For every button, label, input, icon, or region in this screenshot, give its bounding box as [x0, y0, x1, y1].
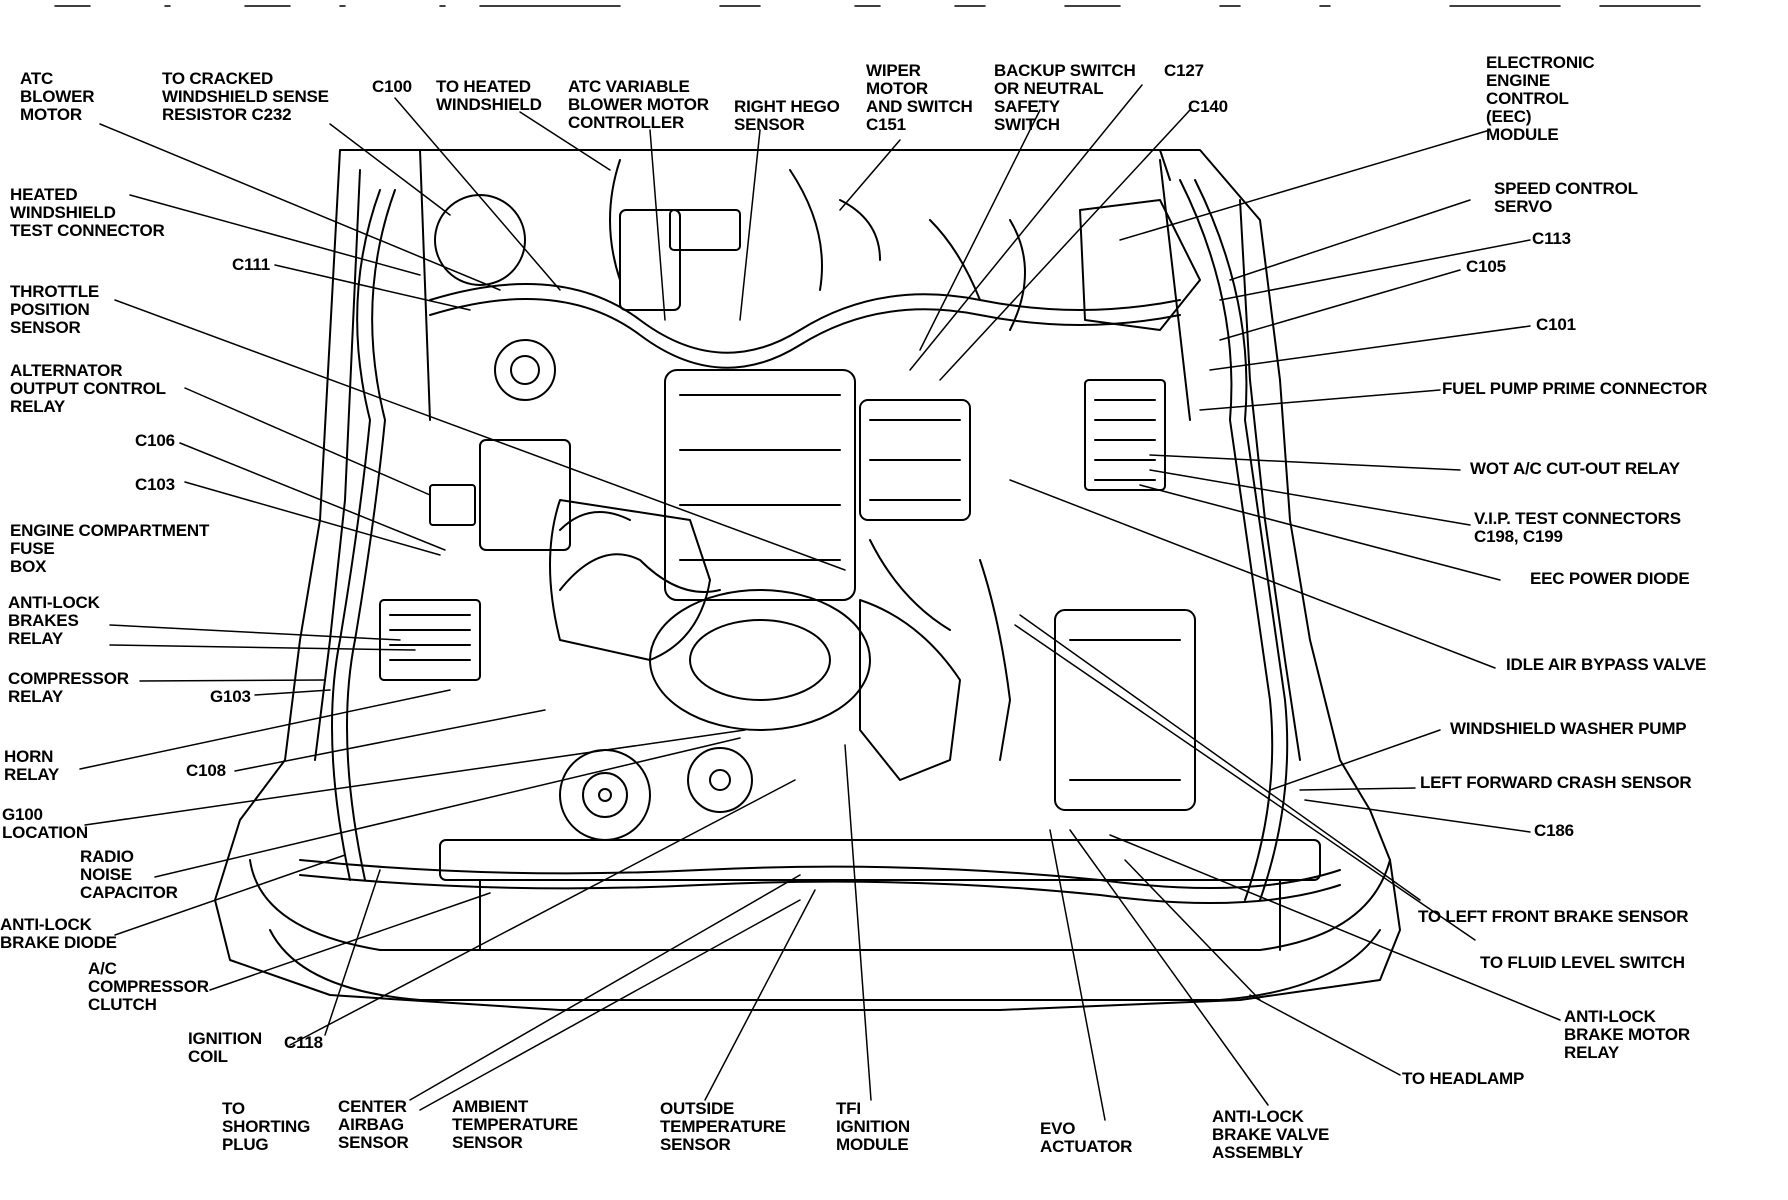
label-tfi-module: TFI IGNITION MODULE — [836, 1099, 910, 1154]
label-c108: C108 — [186, 761, 226, 780]
washer-reservoir — [1054, 609, 1196, 811]
label-antilock-relay: ANTI-LOCK BRAKES RELAY — [8, 593, 100, 648]
label-c118: C118 — [284, 1033, 323, 1052]
label-atc-variable-blower: ATC VARIABLE BLOWER MOTOR CONTROLLER — [568, 77, 709, 132]
label-eec-module: ELECTRONIC ENGINE CONTROL (EEC) MODULE — [1486, 53, 1595, 144]
label-to-left-brake: TO LEFT FRONT BRAKE SENSOR — [1418, 907, 1689, 926]
label-atc-blower-motor: ATC BLOWER MOTOR — [20, 69, 95, 124]
label-to-cracked-windshield: TO CRACKED WINDSHIELD SENSE RESISTOR C23… — [162, 69, 329, 124]
valve-cover-right — [859, 599, 961, 781]
engine-fuse-box — [379, 599, 481, 681]
radiator-support — [439, 839, 1321, 881]
label-ignition-coil: IGNITION COIL — [188, 1029, 262, 1066]
label-to-headlamp: TO HEADLAMP — [1402, 1069, 1525, 1088]
label-eec-power-diode: EEC POWER DIODE — [1530, 569, 1690, 588]
label-evo-actuator: EVO ACTUATOR — [1040, 1119, 1133, 1156]
label-c111: C111 — [232, 255, 270, 274]
valve-cover-left — [549, 499, 711, 661]
blower-housing — [434, 194, 526, 286]
left-fender-outline — [214, 149, 1401, 1011]
label-c100: C100 — [372, 77, 412, 96]
label-idle-air-bypass: IDLE AIR BYPASS VALVE — [1506, 655, 1707, 674]
pulley — [687, 747, 753, 813]
label-fuse-box: ENGINE COMPARTMENT FUSE BOX — [10, 521, 210, 576]
label-left-crash-sensor: LEFT FORWARD CRASH SENSOR — [1420, 773, 1692, 792]
label-g100: G100 LOCATION — [2, 805, 88, 842]
label-c127: C127 — [1164, 61, 1204, 80]
label-to-fluid-level: TO FLUID LEVEL SWITCH — [1480, 953, 1685, 972]
air-cleaner — [649, 589, 871, 731]
fuse-panel-right — [1084, 379, 1166, 491]
relay-block — [429, 484, 476, 526]
alternator — [559, 749, 651, 841]
label-c105: C105 — [1466, 257, 1506, 276]
label-outside-temp: OUTSIDE TEMPERATURE SENSOR — [660, 1099, 786, 1154]
label-right-hego: RIGHT HEGO SENSOR — [734, 97, 840, 134]
label-wot-relay: WOT A/C CUT-OUT RELAY — [1470, 459, 1680, 478]
label-to-heated-windshield: TO HEATED WINDSHIELD — [436, 77, 542, 114]
label-speed-control-servo: SPEED CONTROL SERVO — [1494, 179, 1638, 216]
label-c113: C113 — [1532, 229, 1571, 248]
eec-box — [1079, 199, 1201, 331]
label-ambient-temp: AMBIENT TEMPERATURE SENSOR — [452, 1097, 578, 1152]
label-alternator-relay: ALTERNATOR OUTPUT CONTROL RELAY — [10, 361, 166, 416]
label-c140: C140 — [1188, 97, 1228, 116]
bumper — [249, 859, 1391, 951]
label-c186: C186 — [1534, 821, 1574, 840]
inner-fender-right — [1239, 199, 1301, 761]
label-wiper-motor: WIPER MOTOR AND SWITCH C151 — [866, 61, 973, 134]
wire-harness-front — [299, 859, 1341, 889]
label-washer-pump: WINDSHIELD WASHER PUMP — [1450, 719, 1687, 738]
label-antilock-motor-relay: ANTI-LOCK BRAKE MOTOR RELAY — [1564, 1007, 1690, 1062]
label-to-shorting-plug: TO SHORTING PLUG — [222, 1099, 311, 1154]
label-heated-windshield-test: HEATED WINDSHIELD TEST CONNECTOR — [10, 185, 165, 240]
label-throttle-position: THROTTLE POSITION SENSOR — [10, 282, 100, 337]
label-horn-relay: HORN RELAY — [4, 747, 60, 784]
label-antilock-diode: ANTI-LOCK BRAKE DIODE — [0, 915, 117, 952]
intake-manifold — [664, 369, 856, 601]
label-g103: G103 — [210, 687, 251, 706]
label-c103: C103 — [135, 475, 175, 494]
inner-fender-left — [314, 169, 361, 761]
wire-harness-top — [429, 283, 1181, 354]
label-c101: C101 — [1536, 315, 1576, 334]
label-antilock-valve: ANTI-LOCK BRAKE VALVE ASSEMBLY — [1212, 1107, 1330, 1162]
label-radio-noise: RADIO NOISE CAPACITOR — [80, 847, 178, 902]
label-center-airbag: CENTER AIRBAG SENSOR — [338, 1097, 409, 1152]
battery — [479, 439, 571, 551]
firewall — [419, 149, 1191, 421]
label-compressor-relay: COMPRESSOR RELAY — [8, 669, 129, 706]
label-ac-clutch: A/C COMPRESSOR CLUTCH — [88, 959, 209, 1014]
label-fuel-pump-prime: FUEL PUMP PRIME CONNECTOR — [1442, 379, 1708, 398]
label-vip-test: V.I.P. TEST CONNECTORS C198, C199 — [1474, 509, 1681, 546]
label-backup-switch: BACKUP SWITCH OR NEUTRAL SAFETY SWITCH — [994, 61, 1136, 134]
throttle-body — [859, 399, 971, 521]
label-c106: C106 — [135, 431, 175, 450]
